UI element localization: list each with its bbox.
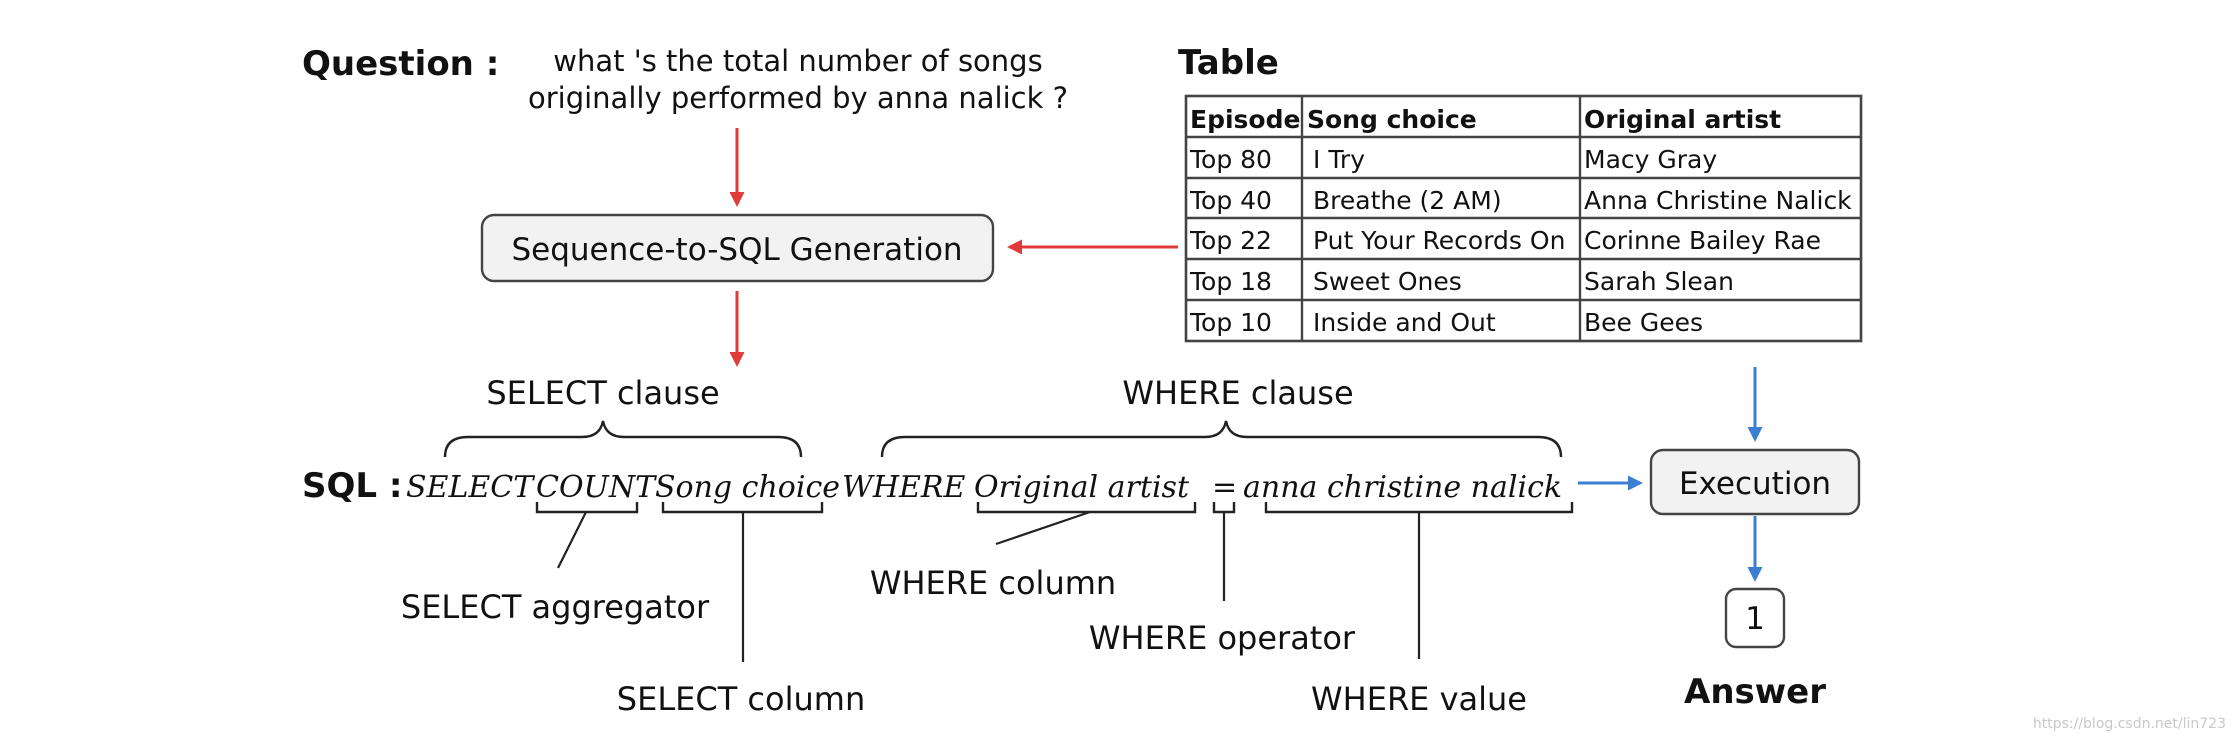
answer-label: Answer: [1684, 672, 1826, 712]
where-clause-label: WHERE clause: [1122, 374, 1353, 412]
table-cell: Inside and Out: [1313, 308, 1496, 337]
table-cell: Sweet Ones: [1313, 267, 1462, 296]
where-column-bracket: [976, 502, 1197, 514]
table-cell: Top 40: [1189, 186, 1272, 215]
question-line-2: originally performed by anna nalick ?: [528, 81, 1068, 115]
table-cell: Top 18: [1189, 267, 1272, 296]
table-cell: Anna Christine Nalick: [1584, 186, 1852, 215]
sql-where-column: Original artist: [974, 470, 1190, 505]
question-line-1: what 's the total number of songs: [553, 44, 1042, 78]
select-aggregator-label: SELECT aggregator: [401, 588, 710, 626]
question-label: Question :: [302, 44, 499, 84]
table-cell: I Try: [1313, 145, 1365, 174]
sql-label: SQL :: [302, 466, 403, 506]
sql-select-keyword: SELECT: [406, 470, 535, 505]
aggregator-leader: [557, 511, 587, 569]
select-column-label: SELECT column: [617, 680, 865, 718]
table-cell: Bee Gees: [1584, 308, 1703, 337]
sql-where-value: anna christine nalick: [1243, 470, 1562, 505]
table-cell: Sarah Slean: [1584, 267, 1734, 296]
watermark: https://blog.csdn.net/lin723: [2033, 716, 2226, 732]
sql-operator: =: [1212, 470, 1237, 505]
sql-where-keyword: WHERE: [842, 470, 965, 505]
table-title: Table: [1178, 43, 1279, 83]
table-header-original-artist: Original artist: [1584, 105, 1781, 134]
table-header-song-choice: Song choice: [1307, 105, 1477, 134]
data-table: Episode Song choice Original artist Top …: [1184, 94, 1863, 343]
answer-value: 1: [1745, 601, 1765, 637]
where-operator-label: WHERE operator: [1089, 619, 1356, 657]
table-cell: Breathe (2 AM): [1313, 186, 1502, 215]
where-column-label: WHERE column: [870, 564, 1116, 602]
generation-box: [480, 213, 995, 283]
table-cell: Top 10: [1189, 308, 1272, 337]
execution-box-label: Execution: [1679, 466, 1831, 502]
select-clause-brace: [443, 420, 803, 458]
table-cell: Macy Gray: [1584, 145, 1717, 174]
table-cell: Top 80: [1189, 145, 1272, 174]
table-cell: Corinne Bailey Rae: [1584, 226, 1821, 255]
aggregator-bracket: [535, 502, 639, 514]
table-cell: Put Your Records On: [1313, 226, 1565, 255]
answer-box: [1724, 587, 1786, 649]
where-column-leader: [995, 510, 1091, 546]
table-header-episode: Episode: [1190, 105, 1300, 134]
select-clause-label: SELECT clause: [486, 374, 719, 412]
execution-box: [1649, 448, 1861, 516]
sql-select-column: Song choice: [655, 470, 840, 505]
where-value-label: WHERE value: [1311, 680, 1527, 718]
table-cell: Top 22: [1189, 226, 1272, 255]
where-clause-brace: [880, 420, 1563, 458]
generation-box-label: Sequence-to-SQL Generation: [511, 232, 962, 268]
sql-aggregator: COUNT: [536, 470, 657, 505]
